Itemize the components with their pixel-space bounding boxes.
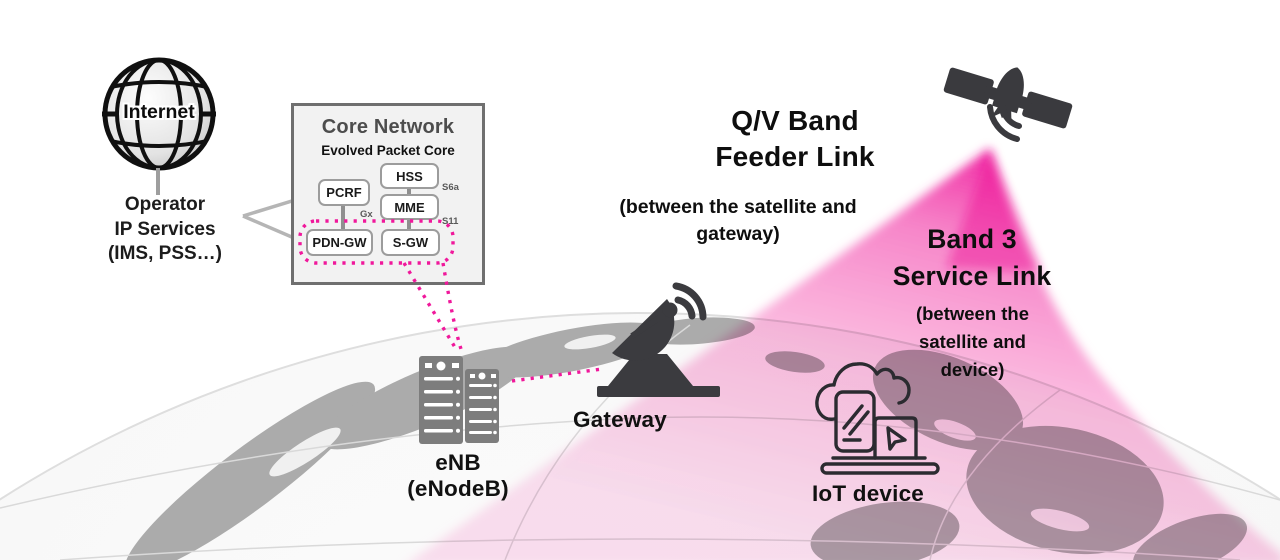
- node-hss: HSS: [380, 163, 439, 189]
- service-link-title-line2: Service Link: [892, 261, 1052, 291]
- service-link-title: Band 3 Service Link: [842, 221, 1102, 295]
- dotted-link-sgw-enb: [441, 262, 463, 350]
- core-network-subtitle: Evolved Packet Core: [321, 143, 455, 158]
- node-pdn-gw: PDN-GW: [306, 229, 373, 256]
- enb-label: eNB (eNodeB): [383, 450, 533, 502]
- node-s-gw: S-GW: [381, 229, 440, 256]
- node-pcrf: PCRF: [318, 179, 370, 206]
- operator-caption-line1: Operator: [124, 194, 206, 215]
- satellite-icon: [943, 67, 1073, 142]
- interface-label-gx: Gx: [360, 209, 373, 220]
- feeder-link-title: Q/V Band Feeder Link: [660, 103, 930, 175]
- iot-device-icon: [815, 362, 940, 475]
- feeder-link-title-line2: Feeder Link: [715, 141, 875, 172]
- feeder-link-title-line1: Q/V Band: [731, 105, 859, 136]
- feeder-link-subtitle: (between the satellite and gateway): [619, 196, 857, 245]
- core-network-title: Core Network: [321, 116, 455, 138]
- dotted-link-pdngw-enb: [402, 262, 458, 350]
- dotted-link-enb-gateway: [511, 367, 603, 383]
- gateway-dish-icon: [597, 282, 720, 397]
- service-link-subtitle: (between the satellite and device): [915, 303, 1030, 380]
- gateway-core-highlight-outline: [298, 219, 455, 265]
- connector-pcrf-pdngw: [341, 206, 345, 229]
- gateway-label: Gateway: [573, 407, 667, 432]
- core-network-box: Core Network Evolved Packet Core PCRF HS…: [291, 103, 485, 285]
- enb-server-icon: [419, 356, 499, 444]
- interface-label-s11: S11: [442, 216, 459, 227]
- node-mme: MME: [380, 194, 439, 220]
- operator-ip-services-caption: Operator IP Services (IMS, PSS…): [92, 193, 238, 267]
- connector-mme-sgw: [407, 220, 411, 229]
- service-link-title-line1: Band 3: [927, 224, 1017, 254]
- operator-caption-line2: IP Services: [114, 218, 216, 240]
- operator-caption-line3: (IMS, PSS…): [107, 243, 222, 264]
- enb-label-line1: eNB: [435, 450, 481, 475]
- enb-label-line2: (eNodeB): [407, 476, 509, 501]
- interface-label-s6a: S6a: [442, 182, 459, 193]
- internet-label: Internet: [123, 101, 195, 123]
- connector-hss-mme: [407, 189, 411, 194]
- iot-device-label: IoT device: [811, 481, 925, 506]
